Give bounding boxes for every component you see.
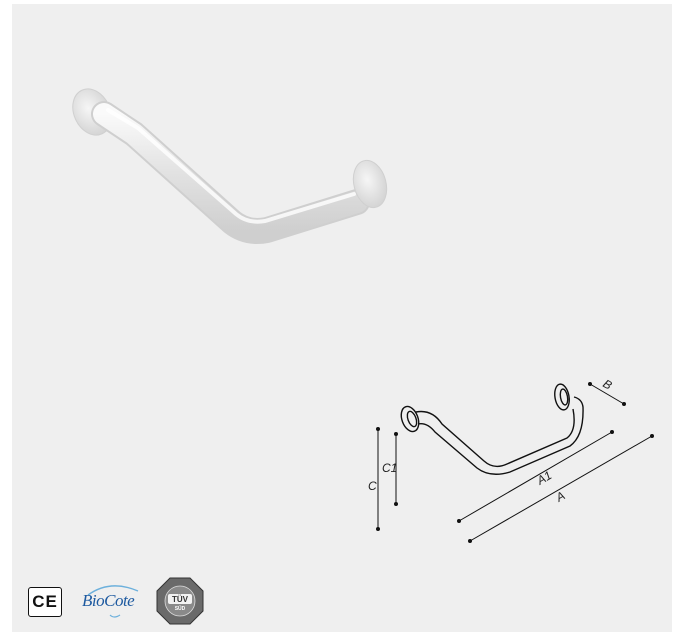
- tuv-sud-seal: TÜV SÜD: [156, 577, 204, 625]
- dim-label-a1: A1: [534, 468, 555, 488]
- dimension-diagram: A A1 B C C1: [368, 376, 654, 543]
- tuv-seal-text: TÜV: [172, 595, 189, 604]
- product-panel: A A1 B C C1: [12, 4, 672, 632]
- grab-bar-photo: [72, 88, 388, 244]
- tuv-seal-subtext: SÜD: [175, 605, 186, 612]
- dim-label-c1: C1: [382, 461, 397, 475]
- biocote-logo: BioCote: [80, 581, 150, 621]
- biocote-wordmark: BioCote: [82, 591, 135, 610]
- ce-mark-logo: CE: [28, 587, 62, 617]
- dim-label-b: B: [601, 376, 615, 392]
- dim-label-c: C: [368, 479, 377, 493]
- dim-label-a: A: [553, 488, 568, 505]
